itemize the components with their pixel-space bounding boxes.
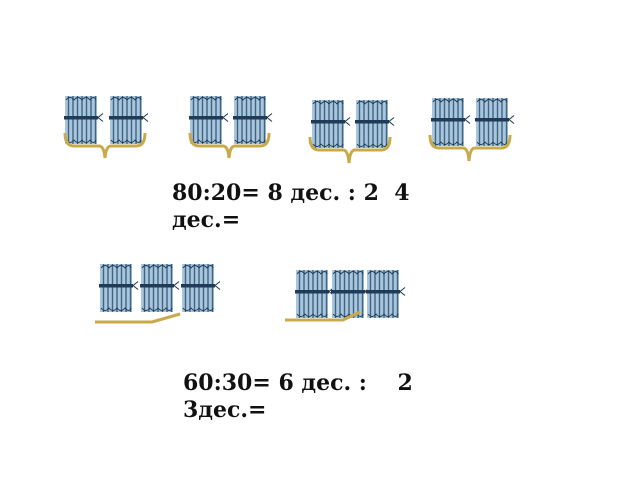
stick-bundle-icon — [330, 269, 371, 319]
curly-brace — [63, 132, 147, 159]
stick-bundle-icon — [474, 97, 515, 147]
stick-bundle-icon — [430, 97, 471, 147]
equation-line-2: 3дес.= — [183, 397, 267, 423]
bottom-group-1 — [95, 263, 221, 324]
top-group-2 — [188, 95, 273, 159]
top-group-3 — [308, 99, 395, 164]
division-equation-80-20: 80:20= 8 дес. : 2 4 дес.= — [172, 180, 410, 234]
stick-bundle-icon — [63, 95, 104, 145]
stick-bundle-icon — [294, 269, 335, 319]
stick-bundle-icon — [139, 263, 180, 313]
top-group-4 — [428, 97, 515, 162]
curly-brace — [308, 136, 392, 164]
equation-line-1: 60:30= 6 дес. : 2 — [183, 370, 413, 396]
stick-bundle-icon — [98, 263, 139, 313]
stick-bundle-icon — [108, 95, 149, 145]
equation-line-2: дес.= — [172, 207, 241, 233]
stick-bundle-icon — [232, 95, 273, 145]
division-equation-60-30: 60:30= 6 дес. : 2 3дес.= — [183, 370, 413, 424]
stick-bundle-icon — [180, 263, 221, 313]
underline-bracket — [95, 312, 181, 324]
stick-bundle-icon — [310, 99, 351, 149]
curly-brace — [188, 132, 271, 159]
bottom-group-2 — [285, 269, 406, 322]
stick-bundle-icon — [354, 99, 395, 149]
underline-bracket — [285, 310, 361, 322]
curly-brace — [428, 134, 512, 162]
top-group-1 — [63, 95, 149, 159]
stick-bundle-icon — [188, 95, 229, 145]
equation-line-1: 80:20= 8 дес. : 2 4 — [172, 180, 410, 206]
stick-bundle-icon — [365, 269, 406, 319]
